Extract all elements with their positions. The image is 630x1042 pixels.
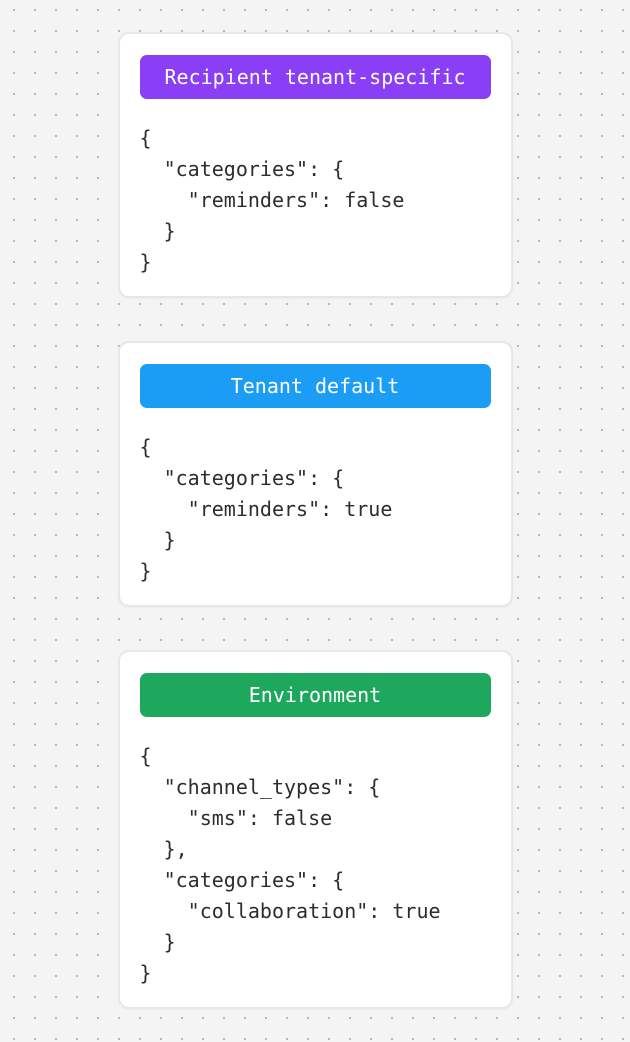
badge-environment: Environment bbox=[139, 673, 491, 717]
card-recipient-tenant-specific: Recipient tenant-specific { "categories"… bbox=[117, 32, 513, 298]
json-code-block: { "channel_types": { "sms": false }, "ca… bbox=[139, 744, 441, 985]
json-code-block: { "categories": { "reminders": true } } bbox=[139, 435, 393, 583]
json-code-block: { "categories": { "reminders": false } } bbox=[139, 126, 405, 274]
card-environment: Environment { "channel_types": { "sms": … bbox=[117, 650, 513, 1009]
card-tenant-default: Tenant default { "categories": { "remind… bbox=[117, 341, 513, 607]
badge-recipient-tenant-specific: Recipient tenant-specific bbox=[139, 55, 491, 99]
badge-tenant-default: Tenant default bbox=[139, 364, 491, 408]
